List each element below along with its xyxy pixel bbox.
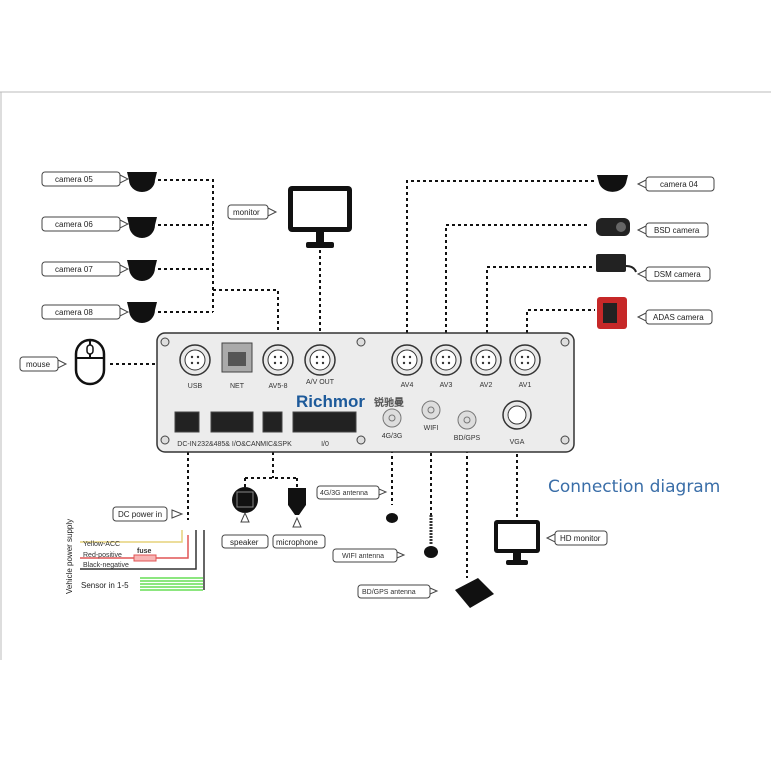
antenna-gps[interactable]: BD/GPS antenna xyxy=(357,578,494,608)
port-label: AV1 xyxy=(519,382,532,389)
cameras-right: camera 04 BSD camera DSM camera ADAS cam… xyxy=(596,175,715,329)
camera-04-label: camera 04 xyxy=(660,180,698,189)
mouse-label: mouse xyxy=(26,360,51,369)
port-av3[interactable] xyxy=(430,344,462,376)
port-label: AV4 xyxy=(401,382,414,389)
monitor-label: monitor xyxy=(233,208,260,217)
port-label: WIFI xyxy=(424,425,439,432)
connection-lines xyxy=(110,179,595,578)
port-a-v-out[interactable] xyxy=(304,344,336,376)
bsd-camera-label: BSD camera xyxy=(654,226,700,235)
microphone[interactable]: microphone xyxy=(272,488,326,549)
camera-07[interactable]: camera 07 xyxy=(41,260,157,281)
port-label: MIC&SPK xyxy=(260,441,292,448)
port-label: AV3 xyxy=(440,382,453,389)
antenna-ports xyxy=(382,400,532,430)
port-label: BD/GPS xyxy=(454,435,481,442)
top-ports: USB NET AV5-8 A/V OUT AV4 AV3 AV2 AV1 xyxy=(179,344,541,390)
mic-spk-connector[interactable] xyxy=(262,411,283,433)
antenna-wifi-icon xyxy=(424,546,438,558)
antenna-wifi[interactable]: WIFI antenna xyxy=(332,515,438,563)
vehicle-power-label: Vehicle power supply xyxy=(65,519,74,594)
dc-power-label: DC power in xyxy=(118,510,162,519)
antenna-wifi-label: WIFI antenna xyxy=(342,553,384,560)
bottom-connectors xyxy=(174,411,357,433)
dc-in-connector[interactable] xyxy=(174,411,200,433)
dsm-camera-icon xyxy=(596,254,626,272)
port-label: I/0 xyxy=(321,441,329,448)
dome-camera-icon xyxy=(127,260,157,281)
mouse[interactable]: mouse xyxy=(19,338,106,386)
fuse-label: fuse xyxy=(137,548,152,555)
dome-camera-icon xyxy=(597,175,628,192)
bsd-camera[interactable]: BSD camera xyxy=(596,218,709,238)
wifi-port[interactable] xyxy=(421,400,441,420)
dc-power: DC power in Yellow-ACC Red-positive fuse… xyxy=(65,506,205,594)
adas-camera-label: ADAS camera xyxy=(653,313,704,322)
sensor-label: Sensor in 1-5 xyxy=(81,581,129,590)
port-label: AV5-8 xyxy=(269,383,288,390)
port-label: USB xyxy=(188,383,203,390)
net-port[interactable] xyxy=(221,342,253,373)
gps-port[interactable] xyxy=(457,410,477,430)
dvr-device: USB NET AV5-8 A/V OUT AV4 AV3 AV2 AV1 Richmor 锐… xyxy=(156,332,575,453)
port-label: VGA xyxy=(510,439,525,446)
port-av2[interactable] xyxy=(470,344,502,376)
port-label: A/V OUT xyxy=(306,379,335,386)
microphone-icon xyxy=(288,488,306,515)
microphone-label: microphone xyxy=(276,538,318,547)
monitor[interactable]: monitor xyxy=(227,186,352,248)
port-label: 232&485& I/O&CAN xyxy=(197,441,260,448)
port-av1[interactable] xyxy=(509,344,541,376)
port-label: 4G/3G xyxy=(382,433,403,440)
dome-camera-icon xyxy=(127,302,157,323)
brand-logo: Richmor xyxy=(296,392,365,411)
port-usb[interactable] xyxy=(179,344,211,376)
speaker-label: speaker xyxy=(230,538,259,547)
io-connector[interactable] xyxy=(292,411,357,433)
speaker[interactable]: speaker xyxy=(221,487,269,549)
speaker-icon xyxy=(232,487,258,513)
brand-chinese: 锐驰曼 xyxy=(374,396,404,409)
antenna-4g-icon xyxy=(386,513,398,523)
camera-05-label: camera 05 xyxy=(55,175,93,184)
adas-camera[interactable]: ADAS camera xyxy=(597,297,713,329)
camera-07-label: camera 07 xyxy=(55,265,93,274)
black-negative-label: Black-negative xyxy=(83,562,129,569)
dsm-camera[interactable]: DSM camera xyxy=(596,254,711,282)
camera-05[interactable]: camera 05 xyxy=(41,171,157,192)
port-av4[interactable] xyxy=(391,344,423,376)
antenna-gps-label: BD/GPS antenna xyxy=(362,589,416,596)
port-label: AV2 xyxy=(480,382,493,389)
port-av5-8[interactable] xyxy=(262,344,294,376)
red-positive-label: Red-positive xyxy=(83,552,122,559)
io-can-connector[interactable] xyxy=(210,411,254,433)
camera-08-label: camera 08 xyxy=(55,308,93,317)
port-label: NET xyxy=(230,383,245,390)
camera-04[interactable]: camera 04 xyxy=(597,175,715,192)
monitor-icon xyxy=(288,186,352,248)
diagram-title: Connection diagram xyxy=(548,477,720,497)
dome-camera-icon xyxy=(127,217,157,238)
antenna-gps-icon xyxy=(455,578,494,608)
antenna-4g-label: 4G/3G antenna xyxy=(320,490,368,497)
hd-monitor[interactable]: HD monitor xyxy=(494,520,608,565)
dsm-camera-label: DSM camera xyxy=(654,270,701,279)
camera-06-label: camera 06 xyxy=(55,220,93,229)
port-label: DC-IN xyxy=(177,441,196,448)
hd-monitor-icon xyxy=(494,520,540,565)
yellow-acc-label: Yellow-ACC xyxy=(83,541,120,548)
camera-08[interactable]: camera 08 xyxy=(41,302,157,323)
dome-camera-icon xyxy=(127,172,157,192)
4g-port[interactable] xyxy=(382,408,402,428)
antenna-4g[interactable]: 4G/3G antenna xyxy=(316,485,398,523)
mouse-icon xyxy=(74,338,106,386)
hd-monitor-label: HD monitor xyxy=(560,534,601,543)
cameras-left: camera 05 camera 06 camera 07 camera 08 xyxy=(41,171,157,323)
camera-06[interactable]: camera 06 xyxy=(41,216,157,238)
